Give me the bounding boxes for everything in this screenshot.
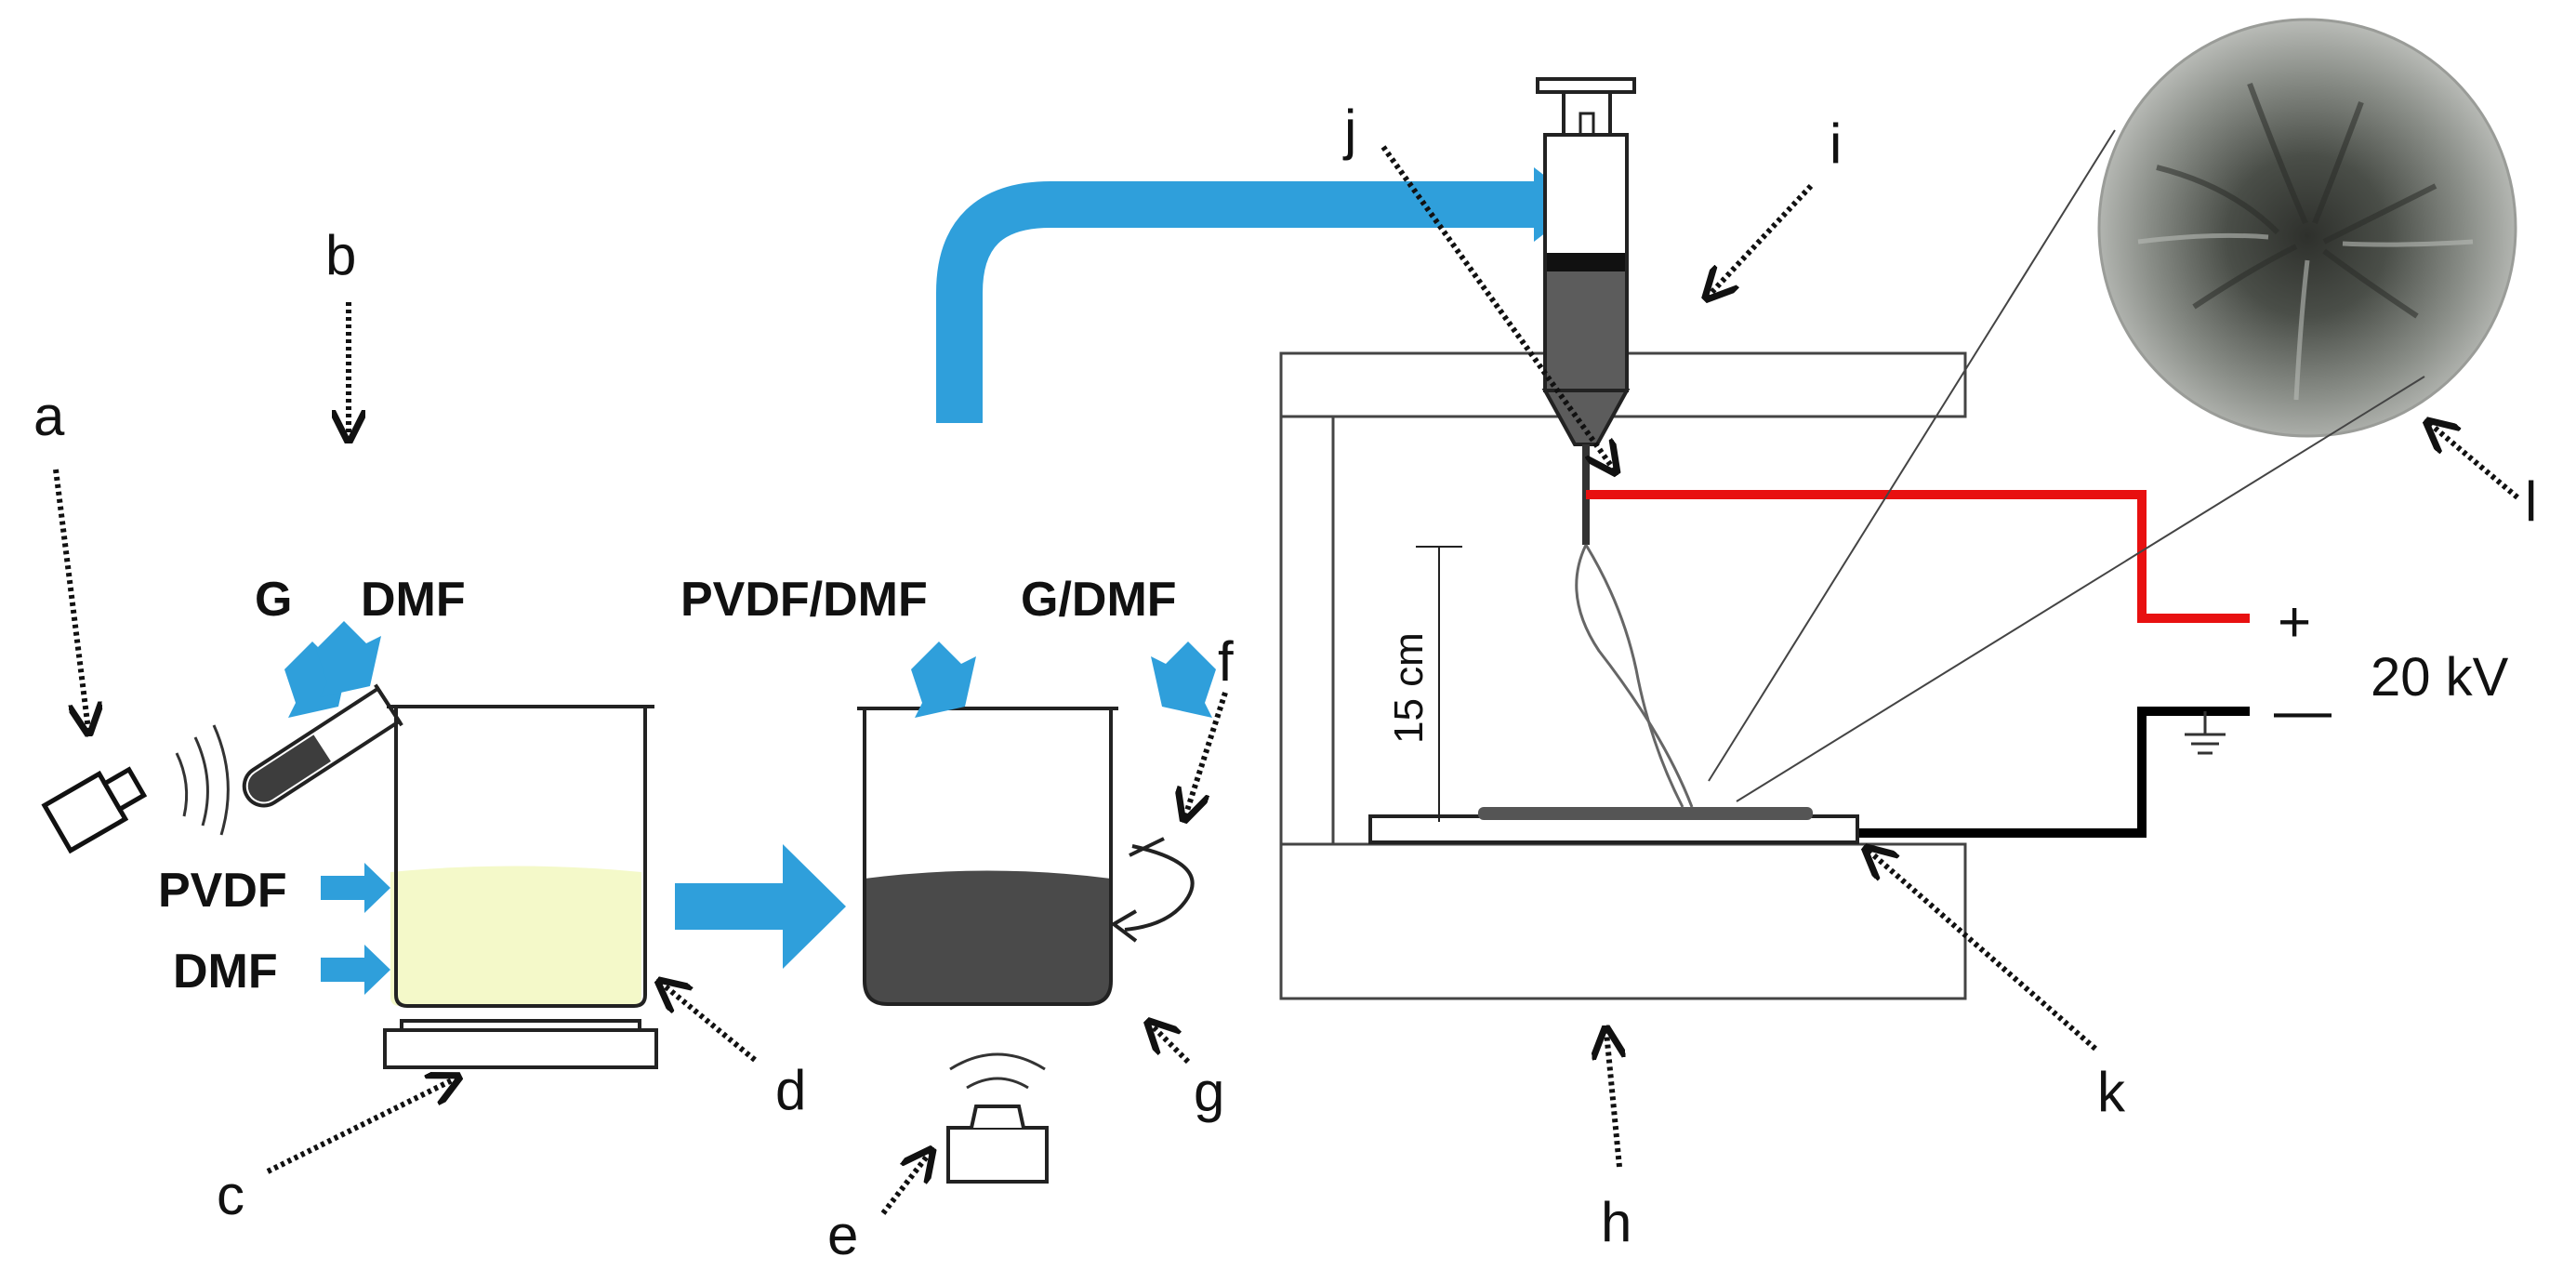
label-b: b (325, 224, 356, 286)
device-a-icon (41, 724, 230, 854)
ultrasonic-device-icon (946, 1052, 1049, 1184)
label-e: e (827, 1204, 858, 1266)
rotation-arrow-icon (1110, 837, 1195, 943)
test-tube-icon (242, 683, 403, 808)
distance-label: 15 cm (1386, 632, 1432, 744)
positive-terminal: + (2278, 590, 2311, 655)
stir-plate-icon (383, 1019, 658, 1069)
syringe-icon (1536, 77, 1636, 545)
reagent-pvdf: PVDF (158, 864, 287, 918)
polymer-jet (1575, 544, 1694, 808)
reagent-dmf-beaker: DMF (173, 945, 278, 999)
ground-symbol-icon (2185, 711, 2226, 755)
feed-to-syringe-arrow (936, 181, 1534, 423)
voltage-label: 20 kV (2371, 647, 2509, 708)
fiber-sample-image (2097, 18, 2517, 438)
label-d: d (775, 1059, 806, 1121)
frame-h (1279, 351, 1967, 1000)
reagent-dmf-tube: DMF (361, 573, 466, 627)
reagent-pvdf-dmf: PVDF/DMF (680, 573, 928, 627)
label-l: l (2525, 470, 2537, 533)
fiber-mat (1478, 807, 1813, 820)
transfer-arrow (675, 844, 846, 969)
label-h: h (1601, 1191, 1631, 1253)
label-i: i (1830, 112, 1842, 175)
negative-terminal: — (2274, 679, 2332, 743)
high-voltage-wire (1586, 490, 2250, 623)
reagent-g: G (255, 573, 292, 627)
zoom-line-2 (1736, 376, 2425, 802)
label-k: k (2097, 1061, 2126, 1123)
reagent-g-dmf: G/DMF (1021, 573, 1177, 627)
pointer-arrows (53, 145, 2519, 1215)
beaker-pvdf-icon (387, 705, 654, 1008)
distance-marker (1416, 546, 1462, 822)
label-f: f (1218, 630, 1234, 693)
label-a: a (33, 385, 65, 447)
label-g: g (1194, 1061, 1224, 1123)
collector-plate (1368, 814, 1859, 844)
label-c: c (217, 1164, 244, 1226)
zoom-line-1 (1708, 129, 2116, 782)
label-j: j (1342, 99, 1356, 161)
beaker-composite-icon (857, 707, 1118, 1006)
reagent-arrows (284, 621, 1216, 995)
ground-wire (1859, 707, 2250, 838)
